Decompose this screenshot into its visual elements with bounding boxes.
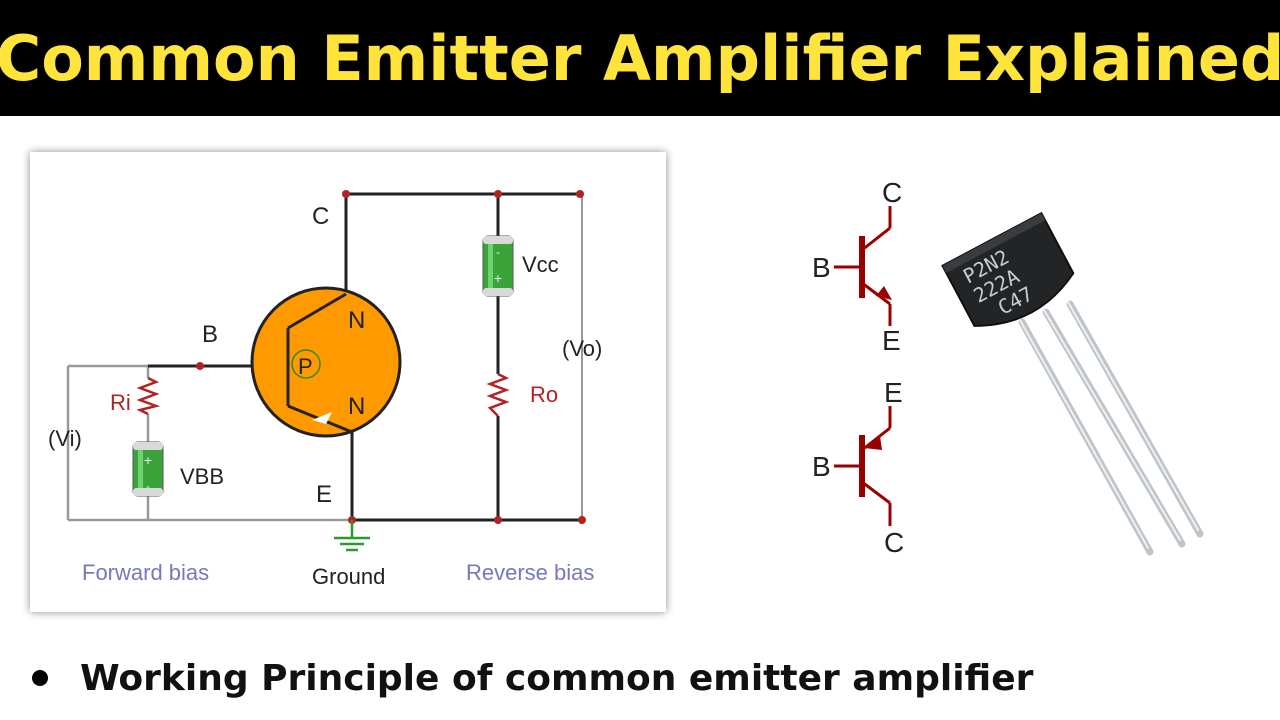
npn-symbol-icon (834, 206, 892, 326)
pnp-arrow-icon (864, 436, 882, 450)
pnp-e-label: E (884, 377, 903, 408)
page-title: Common Emitter Amplifier Explained (0, 21, 1280, 95)
reverse-bias-label: Reverse bias (466, 560, 594, 585)
svg-text:-: - (146, 480, 150, 493)
vo-label: (Vo) (562, 336, 602, 361)
pnp-c-label: C (884, 527, 904, 558)
region-p-label: P (298, 354, 313, 379)
bullet-dot-icon (32, 670, 48, 686)
vbb-label: VBB (180, 464, 224, 489)
input-loop-wires (66, 364, 352, 522)
terminal-c-label: C (312, 203, 329, 230)
npn-b-label: B (812, 252, 831, 283)
forward-bias-label: Forward bias (82, 560, 209, 585)
region-n-bottom-label: N (348, 393, 365, 420)
battery-vcc-icon: - + (482, 235, 514, 297)
title-bar: Common Emitter Amplifier Explained (0, 0, 1280, 116)
transistor-photo: P2N2 222A C47 (941, 211, 1204, 556)
marking-line3: C47 (994, 282, 1037, 320)
svg-text:+: + (493, 272, 502, 285)
circuit-nodes (196, 190, 586, 524)
transistor-leads-icon (1018, 300, 1204, 556)
emitter-arrow-icon (312, 412, 332, 424)
bullet-text: Working Principle of common emitter ampl… (80, 657, 1034, 699)
terminal-e-label: E (316, 481, 332, 508)
pnp-b-label: B (812, 451, 831, 482)
marking-line2: 222A (969, 264, 1023, 308)
npn-arrow-icon (876, 286, 892, 300)
marking-line1: P2N2 (959, 245, 1013, 289)
npn-e-label: E (882, 325, 901, 356)
svg-text:-: - (496, 246, 500, 259)
vi-label: (Vi) (48, 426, 82, 451)
terminal-b-label: B (202, 321, 218, 348)
ground-label: Ground (312, 564, 385, 589)
pnp-symbol-icon (834, 406, 892, 526)
svg-text:+: + (143, 454, 152, 467)
p-region-ring-icon (291, 349, 321, 379)
ground-icon (334, 520, 370, 552)
bullet-point: Working Principle of common emitter ampl… (32, 648, 1033, 708)
circuit-diagram-card: + - - + C B E N P N Vcc (Vo) (30, 152, 666, 612)
npn-c-label: C (882, 177, 902, 208)
ri-label: Ri (110, 390, 131, 415)
transistor-body (250, 286, 402, 438)
circuit-wires (148, 192, 582, 522)
region-n-top-label: N (348, 307, 365, 334)
resistor-ro-icon (486, 372, 510, 417)
battery-vbb-icon: + - (132, 441, 164, 497)
resistor-ri-icon (136, 376, 161, 416)
circuit-diagram: + - - + C B E N P N Vcc (Vo) (48, 190, 602, 589)
vcc-label: Vcc (522, 252, 559, 277)
transistor-package-icon (941, 211, 1075, 327)
ro-label: Ro (530, 382, 558, 407)
